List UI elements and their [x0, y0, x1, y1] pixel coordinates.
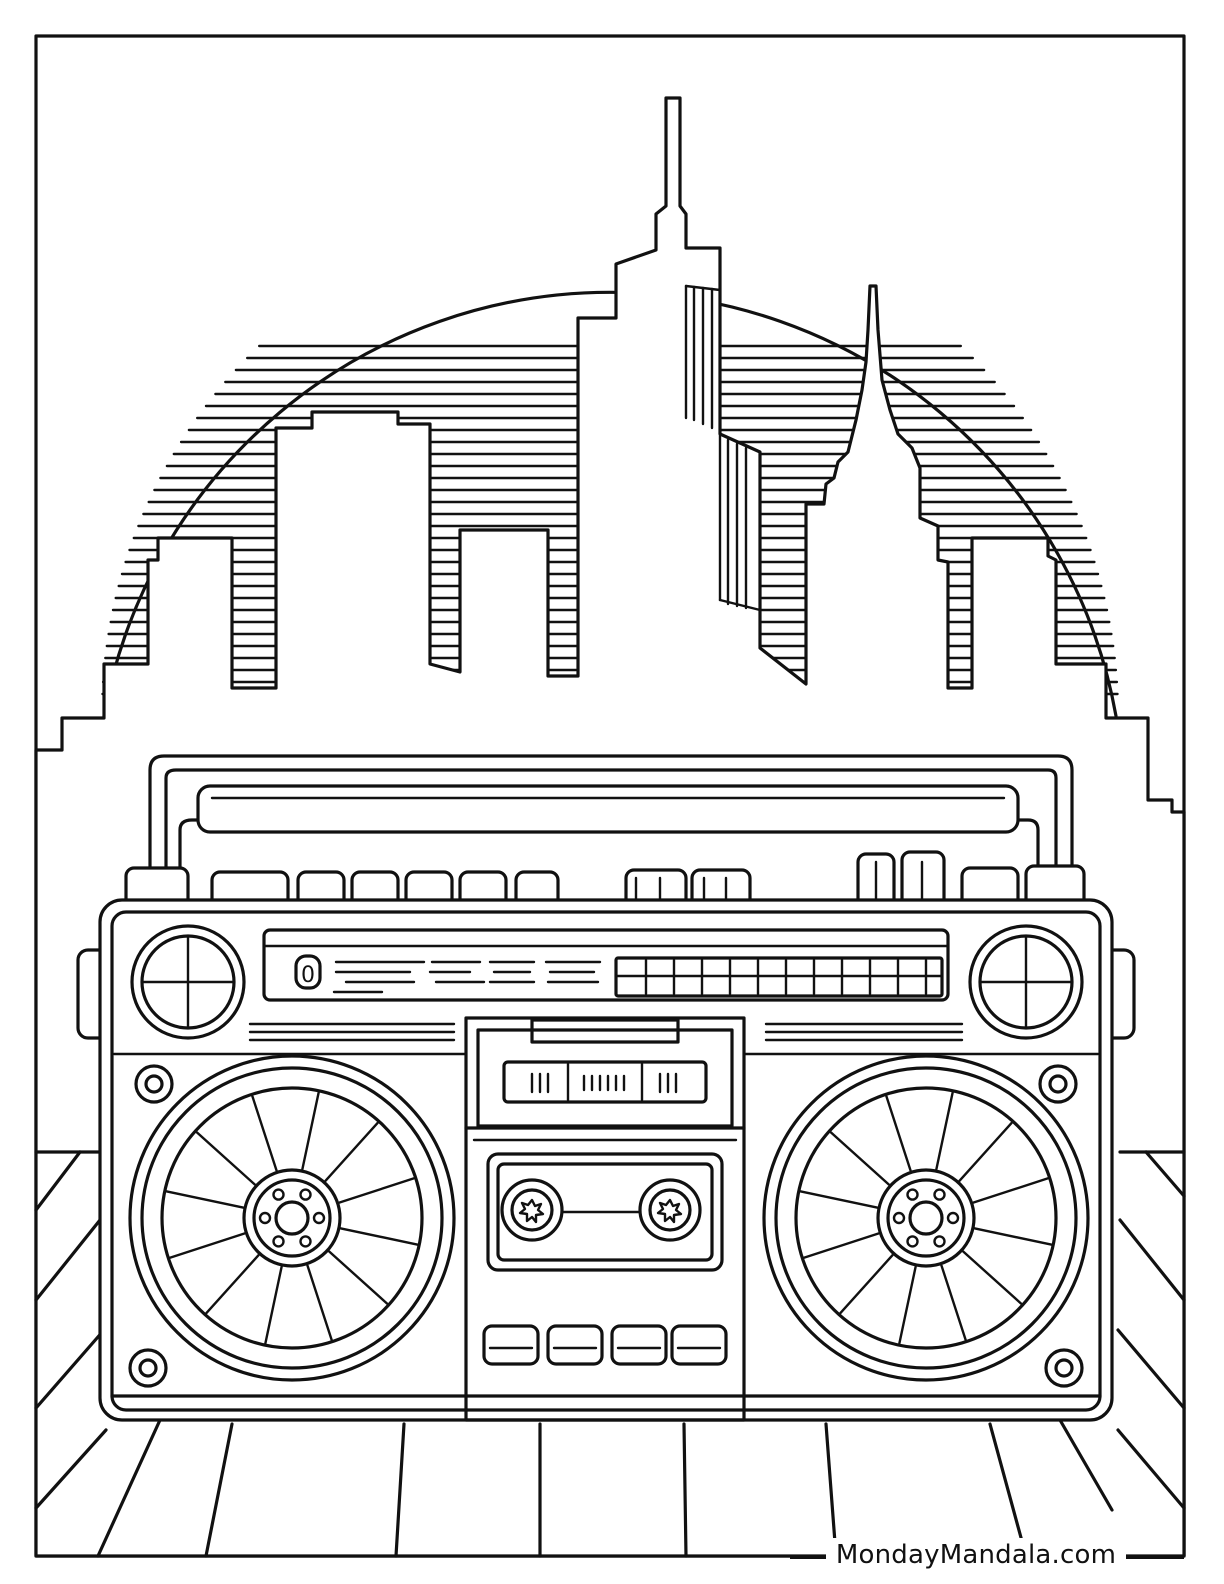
floor-lines	[34, 1150, 1186, 1558]
woofer-hub-hole	[272, 1188, 285, 1201]
woofer-hub-hole	[906, 1235, 919, 1248]
woofer-hub-hole	[906, 1188, 919, 1201]
radio-display: 0	[262, 928, 950, 1002]
woofer-spoke	[338, 1177, 415, 1204]
woofer-hub-hole	[258, 1211, 272, 1225]
sun-circle	[102, 290, 1118, 718]
tape-counter	[502, 1060, 708, 1104]
woofer-hub-hole	[946, 1211, 960, 1225]
woofer-spoke	[962, 1250, 1023, 1305]
woofer-spoke	[803, 1232, 880, 1259]
woofer-spoke	[339, 1227, 419, 1246]
woofer-spoke	[328, 1250, 389, 1305]
woofer-spoke	[898, 1265, 917, 1345]
woofer-hub-hole	[272, 1235, 285, 1248]
woofer-spoke	[885, 1095, 912, 1172]
boombox: 0	[76, 754, 1136, 1422]
woofer-spoke	[972, 1177, 1049, 1204]
woofer-spoke	[306, 1264, 333, 1341]
footer-rule-right	[1126, 1556, 1184, 1559]
woofer-spoke	[169, 1232, 246, 1259]
transport-buttons	[482, 1324, 728, 1366]
woofer-spoke	[799, 1190, 879, 1209]
left-tweeter	[130, 924, 246, 1040]
woofer-hub-hole	[933, 1235, 946, 1248]
screws	[128, 1064, 1084, 1388]
woofer-spoke	[165, 1190, 245, 1209]
woofer-hub-hole	[312, 1211, 326, 1225]
woofer-hub-hole	[299, 1235, 312, 1248]
left-woofer	[128, 1054, 456, 1382]
woofer-hub-hole	[892, 1211, 906, 1225]
woofer-spoke	[958, 1121, 1013, 1183]
woofer-hub-hole	[933, 1188, 946, 1201]
woofer-spoke	[324, 1121, 379, 1183]
woofer-hub-hole	[299, 1188, 312, 1201]
woofer-spoke	[940, 1264, 967, 1341]
woofer-spoke	[195, 1131, 257, 1186]
woofer-spoke	[301, 1091, 320, 1171]
woofer-spoke	[251, 1095, 278, 1172]
boombox-handle	[148, 754, 1074, 902]
woofer-spoke	[829, 1131, 890, 1186]
right-woofer	[762, 1054, 1090, 1382]
woofer-spoke	[205, 1253, 260, 1315]
woofer-spoke	[935, 1091, 954, 1171]
site-watermark: MondayMandala.com	[826, 1538, 1126, 1572]
footer-rule-left	[790, 1556, 826, 1559]
grille-lines	[248, 1022, 964, 1042]
tower-side-stripes	[684, 284, 762, 612]
woofer-spoke	[264, 1265, 283, 1345]
cassette-section	[464, 1016, 746, 1422]
cassette-tape	[486, 1152, 724, 1272]
woofer-spoke	[839, 1253, 894, 1315]
display-digit: 0	[301, 963, 315, 988]
woofer-spoke	[973, 1227, 1053, 1246]
right-tweeter	[968, 924, 1084, 1040]
